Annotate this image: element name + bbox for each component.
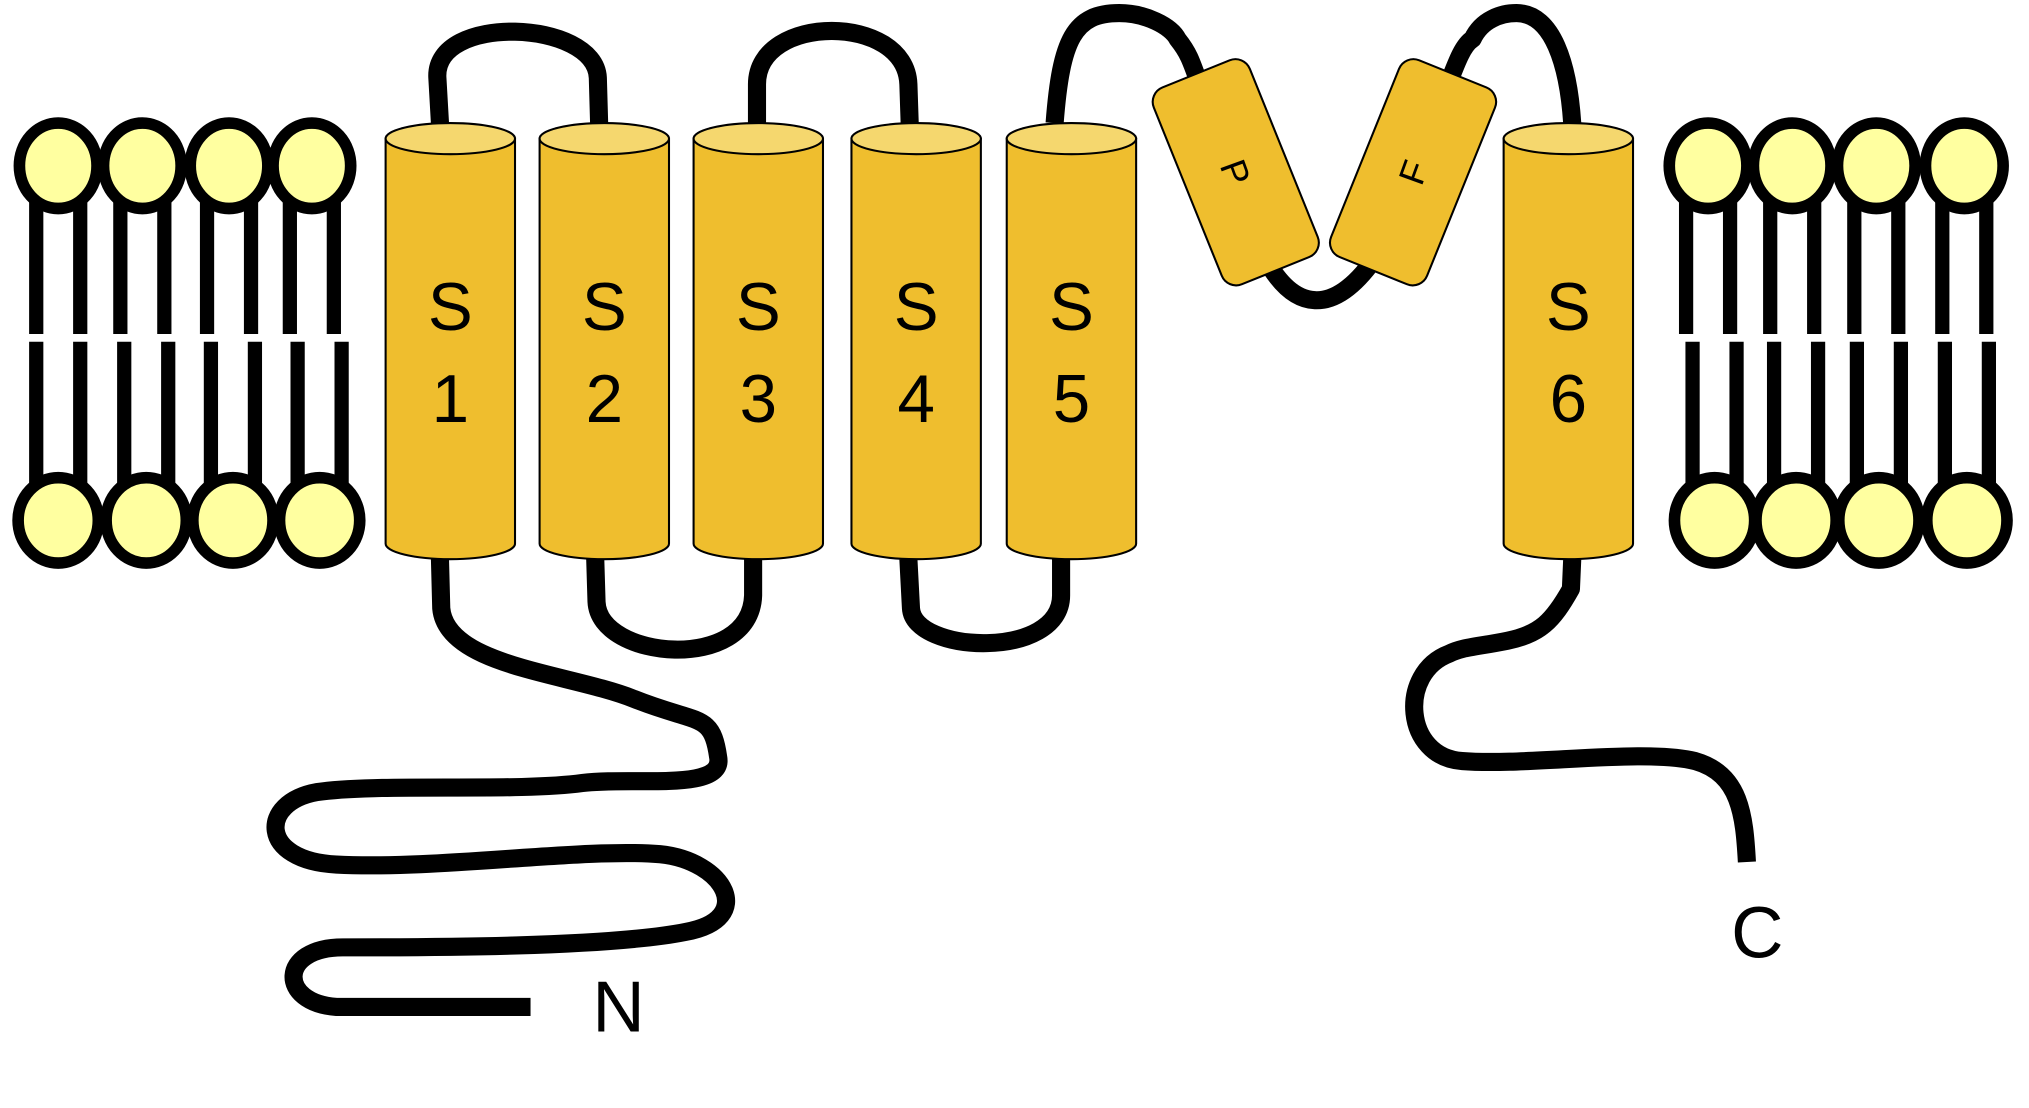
c-terminal-tail — [1405, 558, 1756, 863]
lipid-head-outer — [13, 117, 103, 215]
helix-top — [692, 122, 825, 156]
loop-s5-p — [1045, 4, 1210, 124]
helix-top — [1502, 122, 1635, 156]
lipid-head-inner — [1920, 471, 2013, 569]
pore-helix-p: P — [1151, 58, 1320, 287]
pore-helix-f: F — [1328, 58, 1498, 287]
lipid-head-outer — [1663, 117, 1753, 215]
lipid-head-outer — [1747, 117, 1837, 215]
loop-s3-s4 — [747, 21, 919, 124]
helix-label-letter: S — [582, 270, 627, 345]
lipid-head-inner — [273, 471, 366, 569]
helix-label-letter: S — [894, 270, 939, 345]
helix-body — [1502, 137, 1635, 561]
helix-label-number: 2 — [586, 362, 623, 437]
helix-body — [538, 137, 671, 561]
helix-body — [384, 137, 517, 561]
loop-p-f — [1257, 253, 1382, 310]
helix-label-letter: S — [736, 270, 781, 345]
helix-body — [692, 137, 825, 561]
loop-s2-s3 — [586, 558, 763, 659]
lipid-head-inner — [1668, 471, 1761, 569]
lipid-head-outer — [267, 117, 357, 215]
helix-label-number: 6 — [1550, 362, 1587, 437]
helix-label-number: 1 — [432, 362, 469, 437]
n-terminal-tail — [266, 558, 736, 1016]
helix-label-number: 3 — [740, 362, 777, 437]
helix-s1: S1 — [384, 122, 517, 561]
polypeptide-chain — [266, 4, 1756, 1016]
helix-body — [850, 137, 982, 561]
helix-label-letter: S — [1049, 270, 1094, 345]
helix-label-letter: S — [428, 270, 473, 345]
helix-label-number: 5 — [1053, 362, 1090, 437]
lipid-head-inner — [1750, 471, 1843, 569]
loop-s1-s2 — [428, 22, 609, 124]
helix-top — [1005, 122, 1138, 156]
helix-top — [850, 122, 982, 156]
helix-s3: S3 — [692, 122, 825, 561]
c-terminus-label: C — [1731, 893, 1783, 974]
lipid-head-outer — [1919, 117, 2009, 215]
lipid-bilayer — [12, 117, 2013, 569]
lipid-head-outer — [97, 117, 187, 215]
lipid-head-inner — [12, 471, 105, 569]
helix-body — [1005, 137, 1138, 561]
loop-s4-s5 — [899, 558, 1071, 653]
n-terminus-label: N — [592, 966, 644, 1047]
helix-label-number: 4 — [897, 362, 934, 437]
helix-s4: S4 — [850, 122, 982, 561]
lipid-head-inner — [100, 471, 193, 569]
helix-top — [538, 122, 671, 156]
loop-f-s6 — [1438, 4, 1582, 124]
lipid-head-inner — [186, 471, 279, 569]
lipid-head-outer — [184, 117, 274, 215]
helix-label-letter: S — [1546, 270, 1591, 345]
lipid-head-inner — [1832, 471, 1925, 569]
helix-top — [384, 122, 517, 156]
helix-s2: S2 — [538, 122, 671, 561]
lipid-head-outer — [1831, 117, 1921, 215]
helix-s5: S5 — [1005, 122, 1138, 561]
helix-s6: S6 — [1502, 122, 1635, 561]
